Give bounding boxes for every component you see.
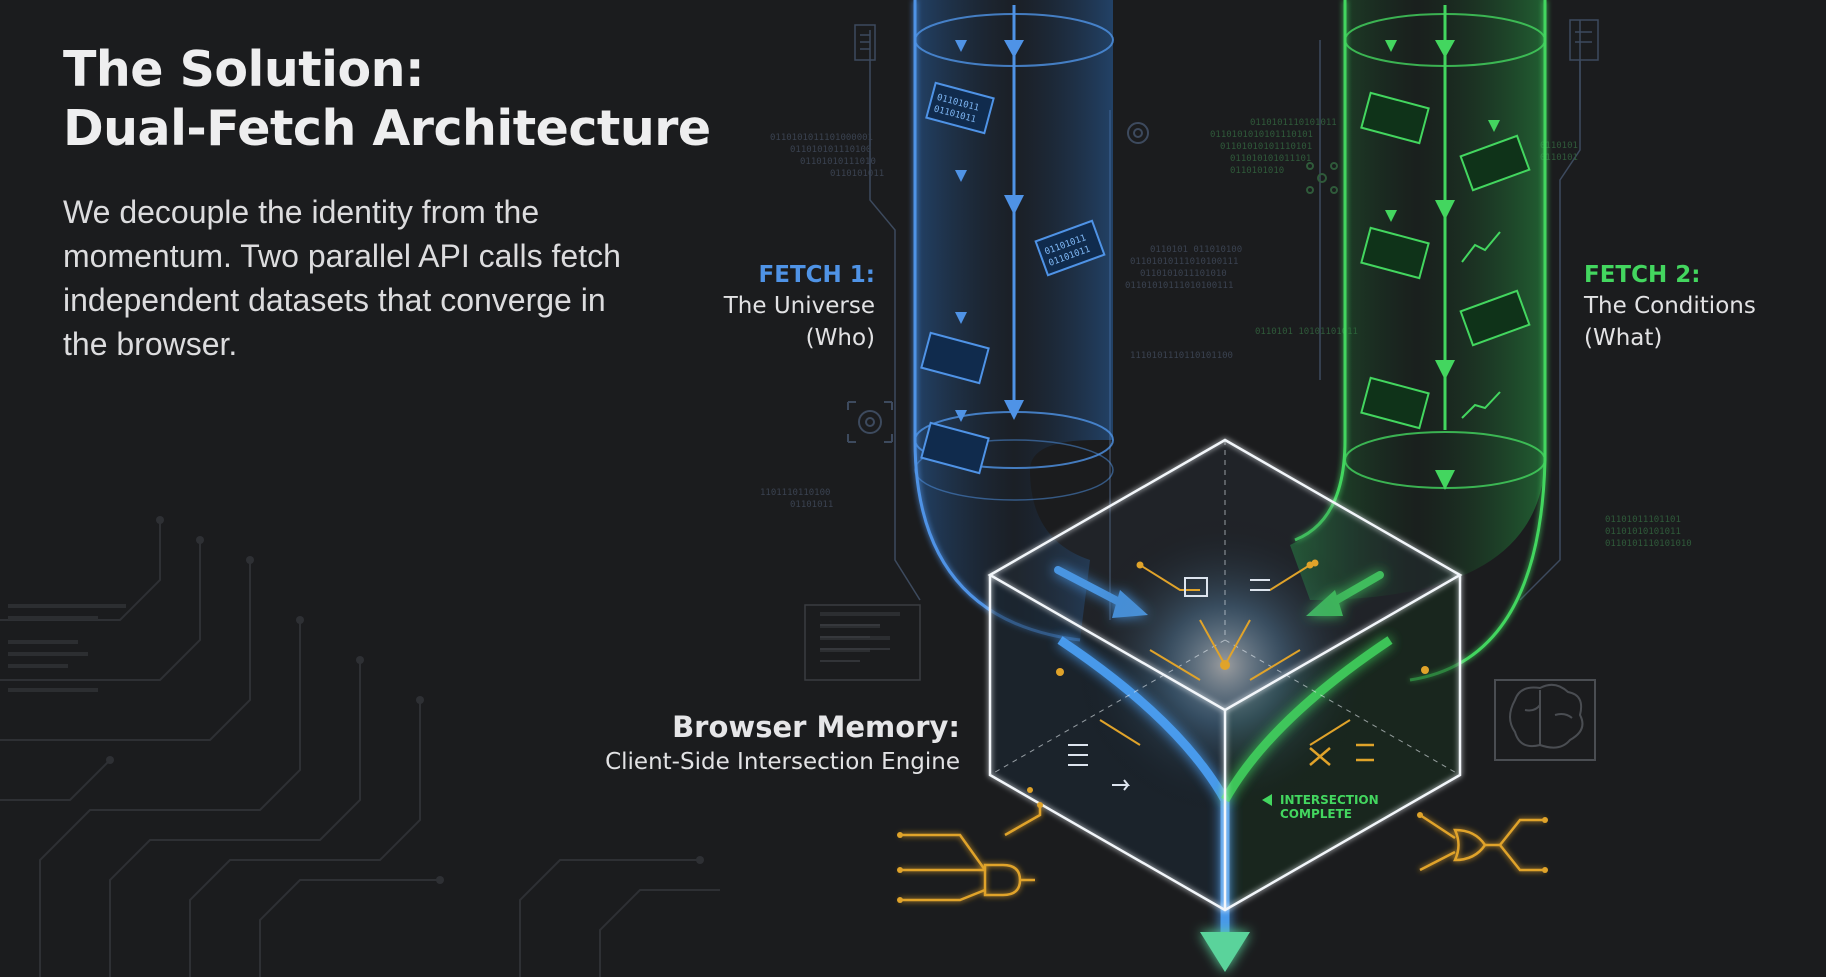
svg-text:0110101010101110101: 0110101010101110101 (1210, 130, 1313, 140)
fetch1-data-blocks (920, 81, 1106, 475)
fetch1-label: FETCH 1: The Universe (Who) (724, 260, 875, 354)
svg-text:0110101011101010: 0110101011101010 (1140, 269, 1227, 279)
output-arrow (1200, 910, 1250, 972)
svg-text:01101010111010100111: 01101010111010100111 (1130, 257, 1238, 267)
schematic-lines (869, 20, 1581, 620)
svg-text:01101010101011: 01101010101011 (1605, 527, 1681, 537)
status-line2: COMPLETE (1280, 807, 1352, 821)
svg-text:0110101: 0110101 (1540, 141, 1578, 151)
fetch2-line2: (What) (1584, 325, 1663, 351)
svg-text:01101010111010: 01101010111010 (800, 157, 876, 167)
svg-text:0110101010: 0110101010 (1230, 166, 1284, 176)
svg-text:1110101110110101100: 1110101110110101100 (1130, 351, 1233, 361)
fetch1-flow-arrows (955, 40, 1024, 422)
svg-text:01101010111010100111: 01101010111010100111 (1125, 281, 1233, 291)
svg-text:01101010101110101: 01101010101110101 (1220, 142, 1312, 152)
background-circuit-traces (0, 520, 720, 977)
svg-text:0110101110101010: 0110101110101010 (1605, 539, 1692, 549)
top-device-icons (854, 19, 1599, 61)
svg-text:011010101110100: 011010101110100 (790, 145, 871, 155)
background-code-lines (8, 604, 900, 692)
svg-text:0110101011: 0110101011 (830, 169, 884, 179)
svg-text:0110101011101000001: 0110101011101000001 (770, 133, 873, 143)
fetch1-line2: (Who) (805, 325, 875, 351)
chart-icon (1461, 231, 1501, 419)
merge-icon (1068, 577, 1270, 791)
fetch2-label: FETCH 2: The Conditions (What) (1584, 260, 1756, 354)
document-panel (804, 604, 921, 681)
svg-text:0110101 011010100: 0110101 011010100 (1150, 245, 1242, 255)
memory-line1: Client-Side Intersection Engine (605, 749, 960, 775)
gear-icon (847, 122, 1149, 443)
svg-text:0110101110101011: 0110101110101011 (1250, 118, 1337, 128)
svg-text:01101011: 01101011 (790, 500, 833, 510)
background-circuit-nodes (106, 516, 704, 884)
description: We decouple the identity from the moment… (63, 194, 621, 362)
svg-text:01101011101101: 01101011101101 (1605, 515, 1681, 525)
logic-gate-icon (900, 805, 1545, 902)
status-arrow-icon (1262, 794, 1272, 806)
title-line1: The Solution: (63, 41, 425, 98)
shuffle-icon (1309, 743, 1374, 766)
binary-text-right: 0110101110101011 0110101010101110101 011… (1210, 118, 1692, 549)
brain-icon (1494, 679, 1596, 761)
memory-heading: Browser Memory: (672, 710, 960, 744)
browser-memory-cube (987, 438, 1463, 940)
title-line2: Dual-Fetch Architecture (63, 100, 711, 157)
cube-circuit-nodes (1056, 559, 1429, 676)
svg-text:1101110110100: 1101110110100 (760, 488, 830, 498)
binary-text-left: 0110101011101000001 011010101110100 0110… (760, 133, 1242, 510)
fetch2-data-blocks (1360, 91, 1531, 430)
network-icon (1306, 162, 1338, 194)
status-line1: INTERSECTION (1280, 793, 1379, 807)
page-title: The Solution: Dual-Fetch Architecture (63, 40, 711, 158)
svg-text:0110101: 0110101 (1540, 153, 1578, 163)
fetch1-line1: The Universe (723, 293, 875, 319)
logic-gate-nodes (897, 787, 1548, 903)
fetch2-line1: The Conditions (1584, 293, 1756, 319)
browser-memory-label: Browser Memory: Client-Side Intersection… (605, 708, 960, 778)
fetch1-heading: FETCH 1: (758, 262, 875, 288)
svg-text:011010101011101: 011010101011101 (1230, 154, 1311, 164)
fetch2-heading: FETCH 2: (1584, 262, 1701, 288)
svg-text:0110101 10101101011: 0110101 10101101011 (1255, 327, 1358, 337)
